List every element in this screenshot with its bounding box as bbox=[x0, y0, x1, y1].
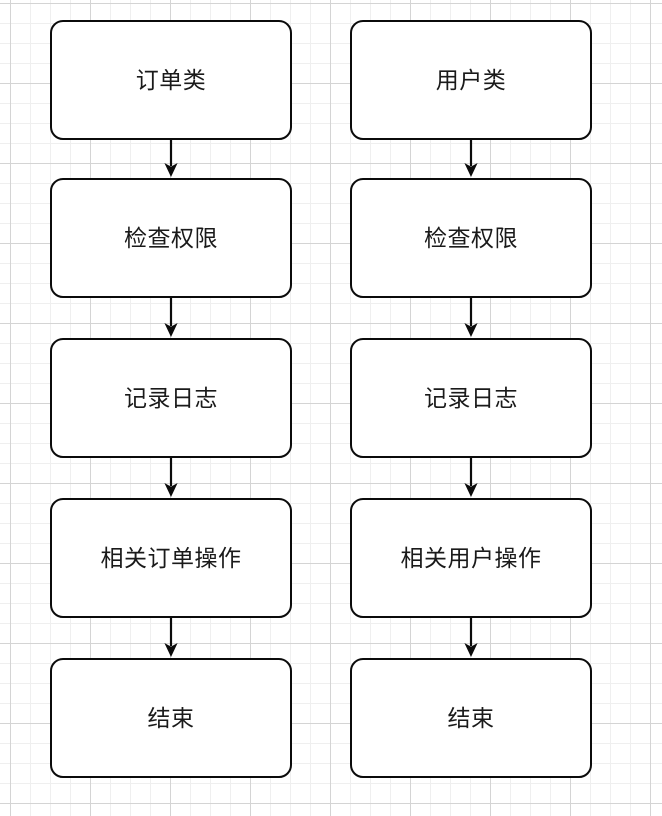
edge-user-operations-to-end bbox=[464, 618, 478, 658]
node-label: 相关用户操作 bbox=[400, 544, 542, 571]
edge-check-permission-to-write-log bbox=[164, 298, 178, 338]
flow-column-order: 订单类 检查权限 记录日志 相关订单操作 bbox=[50, 0, 292, 816]
edge-user-class-to-check-permission bbox=[464, 139, 478, 179]
edge-order-class-to-check-permission bbox=[164, 139, 178, 179]
node-label: 订单类 bbox=[135, 66, 207, 93]
node-write-log[interactable]: 记录日志 bbox=[50, 338, 292, 458]
edge-write-log-to-order-operations bbox=[164, 458, 178, 498]
node-label: 检查权限 bbox=[424, 224, 518, 251]
node-write-log[interactable]: 记录日志 bbox=[350, 338, 592, 458]
node-check-permission[interactable]: 检查权限 bbox=[50, 178, 292, 298]
node-label: 结束 bbox=[147, 704, 195, 731]
edge-check-permission-to-write-log bbox=[464, 298, 478, 338]
node-label: 检查权限 bbox=[124, 224, 218, 251]
edge-order-operations-to-end bbox=[164, 618, 178, 658]
node-label: 用户类 bbox=[435, 66, 507, 93]
node-order-operations[interactable]: 相关订单操作 bbox=[50, 498, 292, 618]
flow-column-user: 用户类 检查权限 记录日志 相关用户操作 bbox=[350, 0, 592, 816]
node-check-permission[interactable]: 检查权限 bbox=[350, 178, 592, 298]
node-label: 结束 bbox=[447, 704, 495, 731]
node-label: 记录日志 bbox=[124, 384, 218, 411]
node-label: 记录日志 bbox=[424, 384, 518, 411]
node-user-operations[interactable]: 相关用户操作 bbox=[350, 498, 592, 618]
node-end[interactable]: 结束 bbox=[350, 658, 592, 778]
node-label: 相关订单操作 bbox=[100, 544, 242, 571]
edge-write-log-to-user-operations bbox=[464, 458, 478, 498]
node-order-class[interactable]: 订单类 bbox=[50, 20, 292, 140]
node-user-class[interactable]: 用户类 bbox=[350, 20, 592, 140]
node-end[interactable]: 结束 bbox=[50, 658, 292, 778]
